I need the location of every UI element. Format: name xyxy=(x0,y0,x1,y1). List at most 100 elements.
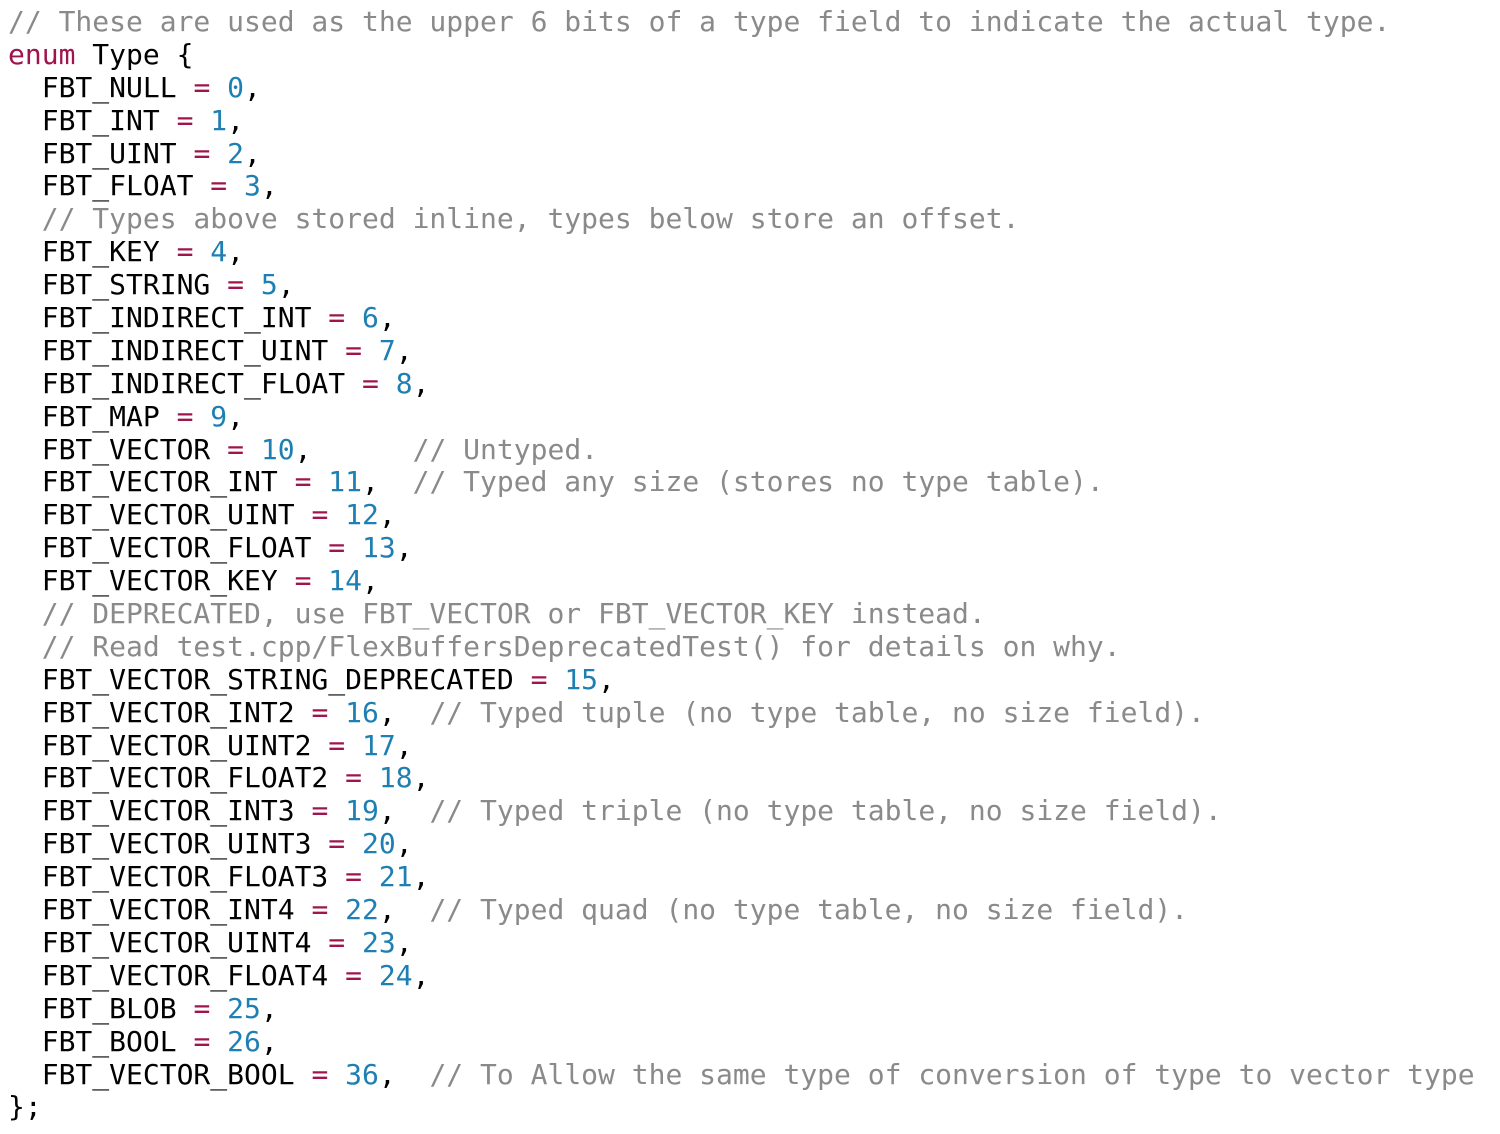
code-line: FBT_MAP = 9, xyxy=(8,399,1500,434)
identifier-token: FBT_VECTOR_INT4 xyxy=(8,893,312,927)
identifier-token xyxy=(328,498,345,531)
code-line: FBT_BLOB = 25, xyxy=(8,991,1500,1026)
identifier-token: FBT_NULL xyxy=(8,70,194,104)
identifier-token xyxy=(345,827,362,860)
identifier-token xyxy=(362,860,379,893)
identifier-token xyxy=(362,761,379,794)
identifier-token xyxy=(379,367,396,400)
identifier-token: FBT_VECTOR_FLOAT2 xyxy=(8,761,346,795)
number-token: 13 xyxy=(362,531,396,565)
identifier-token xyxy=(345,729,362,762)
comment-token: // Typed any size (stores no type table)… xyxy=(412,465,1104,499)
number-token: 2 xyxy=(227,136,245,170)
identifier-token: FBT_UINT xyxy=(8,136,194,170)
number-token: 36 xyxy=(345,1057,379,1091)
code-line: FBT_INT = 1, xyxy=(8,104,1500,138)
identifier-token: FBT_FLOAT xyxy=(8,169,211,203)
identifier-token xyxy=(328,794,345,827)
punctuation-token: , xyxy=(244,136,261,170)
number-token: 12 xyxy=(345,498,379,532)
punctuation-token: , xyxy=(362,564,379,598)
code-line: FBT_VECTOR_INT3 = 19, // Typed triple (n… xyxy=(8,794,1500,828)
punctuation-token: , xyxy=(395,333,413,367)
code-line: FBT_FLOAT = 3, xyxy=(8,170,1500,203)
number-token: 7 xyxy=(378,333,396,367)
identifier-token: FBT_VECTOR xyxy=(8,432,228,466)
identifier-token: FBT_VECTOR_UINT2 xyxy=(8,728,329,762)
comment-token: // Read test.cpp/FlexBuffersDeprecatedTe… xyxy=(8,629,1121,663)
punctuation-token: , xyxy=(412,366,430,400)
code-line: FBT_VECTOR_INT = 11, // Typed any size (… xyxy=(8,466,1500,499)
code-line: FBT_NULL = 0, xyxy=(8,70,1500,105)
number-token: 17 xyxy=(362,728,396,762)
operator-token: = xyxy=(311,1057,329,1091)
number-token: 22 xyxy=(345,893,379,927)
operator-token: = xyxy=(328,531,346,565)
operator-token: = xyxy=(311,695,329,729)
identifier-token: FBT_VECTOR_INT2 xyxy=(8,695,312,729)
number-token: 23 xyxy=(362,925,396,959)
operator-token: = xyxy=(530,662,548,696)
identifier-token xyxy=(193,400,210,433)
operator-token: = xyxy=(345,958,363,992)
operator-token: = xyxy=(328,827,346,861)
identifier-token: FBT_INDIRECT_FLOAT xyxy=(8,366,363,400)
comment-token: // Typed quad (no type table, no size fi… xyxy=(429,893,1189,927)
number-token: 11 xyxy=(328,465,363,499)
identifier-token xyxy=(328,893,345,926)
identifier-token: FBT_VECTOR_FLOAT xyxy=(8,531,329,565)
identifier-token xyxy=(210,137,227,170)
operator-token: = xyxy=(227,432,245,466)
code-line: FBT_BOOL = 26, xyxy=(8,1024,1500,1059)
code-line: }; xyxy=(8,1090,1500,1124)
punctuation-token: , xyxy=(362,465,413,499)
operator-token: = xyxy=(193,991,211,1025)
punctuation-token: , xyxy=(277,268,295,302)
number-token: 18 xyxy=(378,761,413,795)
punctuation-token: , xyxy=(227,235,245,269)
operator-token: = xyxy=(227,268,245,302)
comment-token: // These are used as the upper 6 bits of… xyxy=(8,5,1391,38)
code-line: FBT_VECTOR_INT2 = 16, // Typed tuple (no… xyxy=(8,695,1500,730)
code-line: FBT_VECTOR_KEY = 14, xyxy=(8,564,1500,598)
operator-token: = xyxy=(176,399,194,433)
operator-token: = xyxy=(210,169,228,203)
identifier-token xyxy=(210,71,227,104)
code-line: FBT_INDIRECT_UINT = 7, xyxy=(8,333,1500,368)
identifier-token: FBT_VECTOR_KEY xyxy=(8,564,295,598)
identifier-token xyxy=(362,959,379,992)
code-line: FBT_STRING = 5, xyxy=(8,268,1500,302)
comment-token: // Types above stored inline, types belo… xyxy=(8,202,1020,236)
punctuation-token: , xyxy=(395,925,413,959)
identifier-token: FBT_VECTOR_UINT4 xyxy=(8,925,329,959)
code-line: FBT_VECTOR_FLOAT4 = 24, xyxy=(8,958,1500,993)
code-line: FBT_VECTOR_UINT = 12, xyxy=(8,498,1500,532)
operator-token: = xyxy=(311,794,329,828)
identifier-token: FBT_VECTOR_STRING_DEPRECATED xyxy=(8,662,531,696)
operator-token: = xyxy=(328,728,346,762)
code-line: // DEPRECATED, use FBT_VECTOR or FBT_VEC… xyxy=(8,597,1500,631)
number-token: 6 xyxy=(362,301,379,335)
number-token: 21 xyxy=(378,860,413,894)
punctuation-token: , xyxy=(378,695,430,729)
code-line: // Read test.cpp/FlexBuffersDeprecatedTe… xyxy=(8,629,1500,664)
number-token: 15 xyxy=(564,662,599,696)
code-line: // Types above stored inline, types belo… xyxy=(8,202,1500,236)
operator-token: = xyxy=(294,564,312,598)
code-line: FBT_VECTOR_BOOL = 36, // To Allow the sa… xyxy=(8,1057,1500,1092)
code-line: FBT_VECTOR = 10, // Untyped. xyxy=(8,432,1500,467)
comment-token: // Typed tuple (no type table, no size f… xyxy=(429,695,1205,729)
identifier-token xyxy=(345,301,362,334)
identifier-token: FBT_BLOB xyxy=(8,991,194,1025)
code-line: FBT_VECTOR_INT4 = 22, // Typed quad (no … xyxy=(8,893,1500,927)
number-token: 10 xyxy=(260,432,295,466)
punctuation-token: , xyxy=(378,893,430,927)
number-token: 4 xyxy=(210,235,228,269)
identifier-token xyxy=(227,169,244,202)
identifier-token: FBT_STRING xyxy=(8,268,228,302)
operator-token: = xyxy=(328,301,346,335)
number-token: 26 xyxy=(227,1024,261,1058)
code-line: enum Type { xyxy=(8,38,1500,72)
punctuation-token: , xyxy=(395,531,413,565)
number-token: 16 xyxy=(345,695,379,729)
